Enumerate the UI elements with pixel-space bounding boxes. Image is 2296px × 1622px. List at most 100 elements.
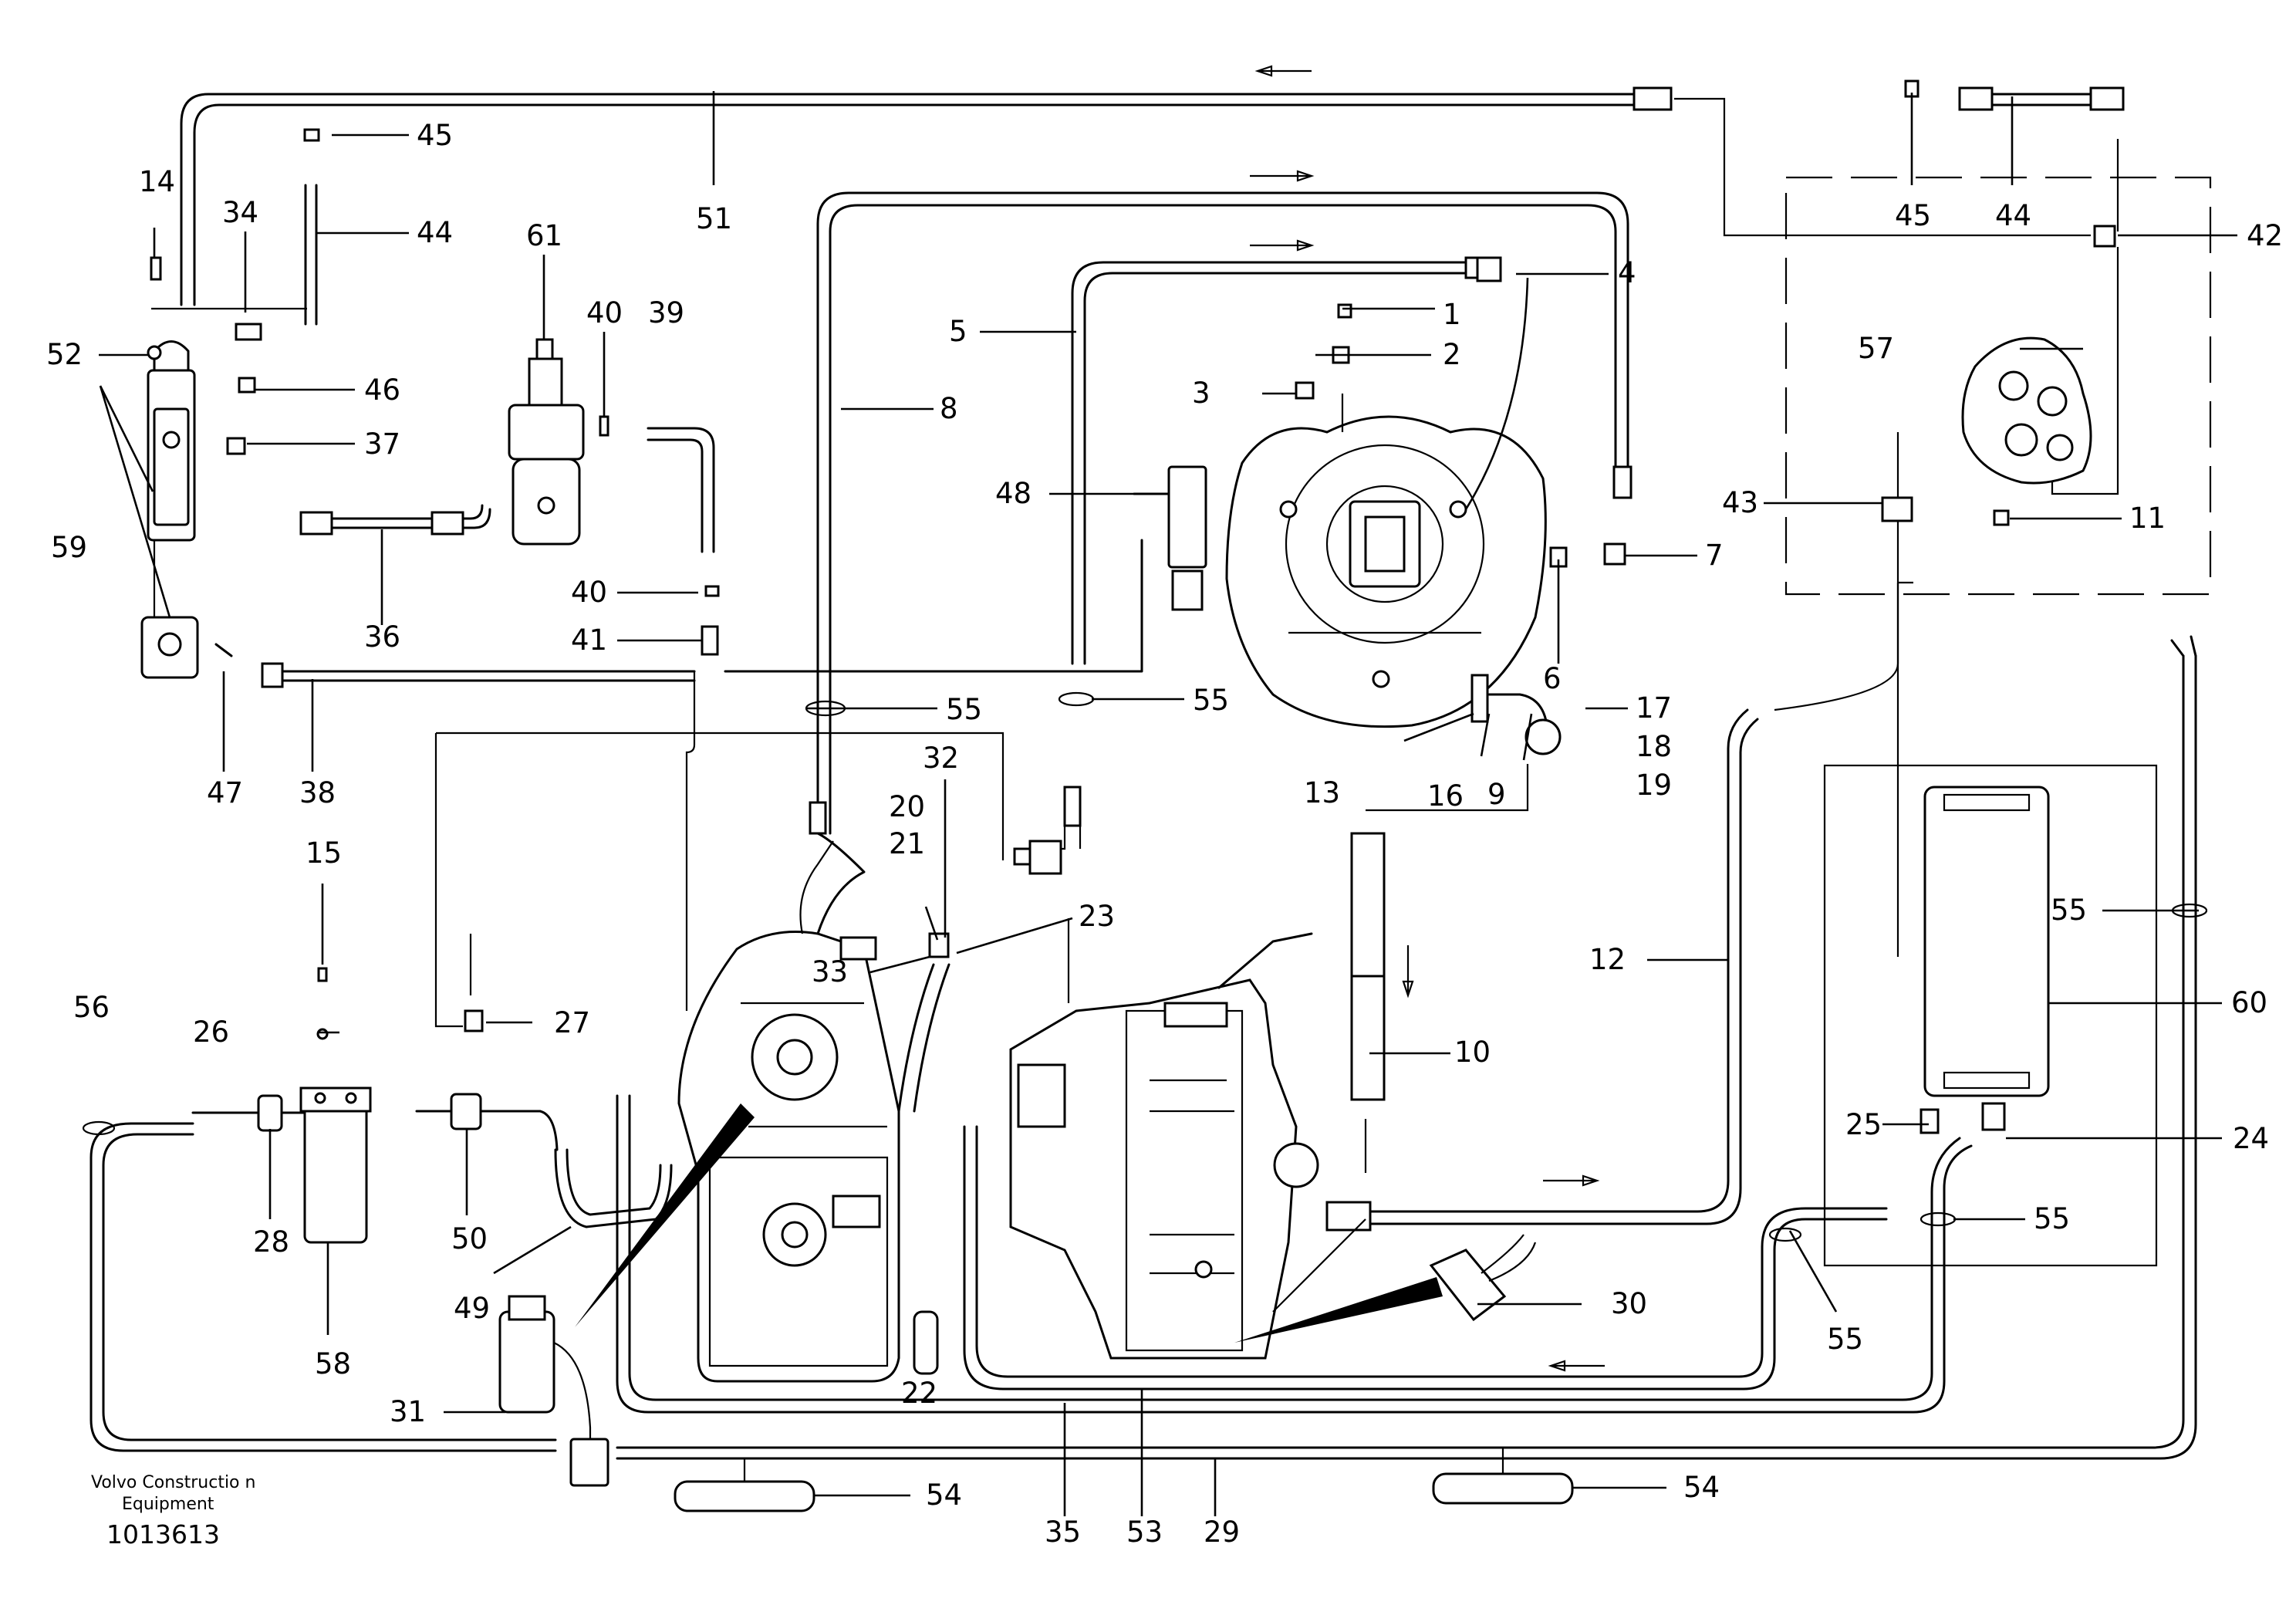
fitting-36b bbox=[430, 511, 464, 536]
fitting-50 bbox=[415, 1093, 559, 1151]
footer-block: Volvo Constructio n Equipment 1013613 bbox=[91, 1473, 255, 1549]
callout-labels: 1 2 3 4 5 6 7 8 9 10 11 12 13 14 15 16 1… bbox=[46, 119, 2283, 1549]
callout-6: 6 bbox=[1543, 662, 1562, 695]
cylinder-48 bbox=[1133, 465, 1207, 611]
callout-49: 49 bbox=[454, 1292, 490, 1325]
callout-36: 36 bbox=[364, 620, 400, 654]
callout-55-c: 55 bbox=[2051, 894, 2087, 927]
callout-28: 28 bbox=[253, 1225, 289, 1259]
callout-38: 38 bbox=[299, 776, 336, 809]
callout-18: 18 bbox=[1636, 730, 1672, 763]
callout-27: 27 bbox=[554, 1006, 590, 1039]
callout-1: 1 bbox=[1443, 298, 1461, 331]
callout-3: 3 bbox=[1192, 377, 1210, 410]
callout-8: 8 bbox=[940, 392, 958, 425]
callout-46: 46 bbox=[364, 373, 400, 407]
callout-17: 17 bbox=[1636, 691, 1672, 725]
callout-37: 37 bbox=[364, 427, 400, 461]
small-fittings bbox=[147, 79, 2116, 1134]
fitting-44r bbox=[1958, 86, 1994, 111]
callout-45-b: 45 bbox=[1895, 199, 1931, 232]
callout-29: 29 bbox=[1204, 1516, 1240, 1549]
callout-41: 41 bbox=[571, 623, 607, 657]
callout-40-b: 40 bbox=[571, 576, 607, 609]
callout-44-b: 44 bbox=[1995, 199, 2031, 232]
callout-12: 12 bbox=[1589, 943, 1626, 976]
clamp-55-b bbox=[1058, 691, 1095, 707]
callout-47: 47 bbox=[207, 776, 243, 809]
dashed-group-box bbox=[1784, 176, 2212, 1267]
valve-61 bbox=[508, 338, 585, 546]
callout-54-b: 54 bbox=[1683, 1471, 1720, 1504]
callout-56: 56 bbox=[73, 991, 110, 1024]
pad-54-left bbox=[674, 1480, 815, 1512]
transmission-53 bbox=[1009, 932, 1366, 1360]
control-valve-22 bbox=[677, 832, 939, 1383]
fitting-12 bbox=[1325, 1201, 1372, 1232]
callout-31: 31 bbox=[390, 1395, 426, 1428]
callout-14: 14 bbox=[139, 165, 175, 198]
callout-10: 10 bbox=[1454, 1036, 1491, 1069]
callout-55-d: 55 bbox=[2034, 1202, 2070, 1235]
fitting-28 bbox=[191, 1094, 306, 1132]
callout-44-a: 44 bbox=[417, 216, 453, 249]
callout-32: 32 bbox=[923, 742, 959, 775]
pipes bbox=[89, 86, 2197, 1460]
callout-24: 24 bbox=[2233, 1122, 2269, 1155]
callout-4: 4 bbox=[1618, 256, 1636, 289]
callout-43: 43 bbox=[1722, 486, 1758, 519]
hose-10-upper bbox=[1350, 832, 1386, 989]
callout-34: 34 bbox=[222, 196, 258, 229]
callout-52: 52 bbox=[46, 338, 83, 371]
hose-10-lower bbox=[1350, 975, 1386, 1101]
callout-45-a: 45 bbox=[417, 119, 453, 152]
callout-57: 57 bbox=[1858, 332, 1894, 365]
sensor-31 bbox=[498, 1295, 609, 1487]
clamp-55-d bbox=[1920, 1211, 1957, 1227]
drawing-id: 1013613 bbox=[106, 1519, 220, 1549]
callout-48: 48 bbox=[995, 477, 1032, 510]
callout-15: 15 bbox=[306, 836, 342, 870]
callout-11: 11 bbox=[2129, 502, 2166, 535]
oil-cooler-60 bbox=[1923, 786, 2050, 1097]
pad-54-right bbox=[1432, 1472, 1574, 1505]
callout-60: 60 bbox=[2231, 986, 2267, 1019]
callout-16: 16 bbox=[1427, 779, 1464, 813]
brand-line-2: Equipment bbox=[122, 1495, 214, 1514]
fitting-36a bbox=[299, 511, 333, 536]
callout-33: 33 bbox=[812, 955, 848, 988]
callout-9: 9 bbox=[1487, 778, 1506, 811]
valve-59 bbox=[140, 340, 199, 679]
callout-61: 61 bbox=[526, 219, 562, 252]
callout-50: 50 bbox=[451, 1222, 488, 1255]
callout-23: 23 bbox=[1079, 900, 1115, 933]
filter-58 bbox=[299, 1086, 372, 1244]
callout-21: 21 bbox=[889, 827, 925, 860]
fitting-44r2 bbox=[2089, 86, 2125, 111]
pointer-wedge-31 bbox=[575, 1103, 755, 1327]
frame-60-box bbox=[1823, 764, 2158, 1267]
fitting-51 bbox=[1633, 86, 1673, 111]
brand-line-1: Volvo Constructio n bbox=[91, 1473, 255, 1492]
callout-51: 51 bbox=[696, 202, 732, 235]
callout-5: 5 bbox=[949, 315, 967, 348]
clamp-56 bbox=[82, 1120, 116, 1136]
callout-59: 59 bbox=[51, 531, 87, 564]
callout-22: 22 bbox=[901, 1377, 937, 1410]
callout-7: 7 bbox=[1705, 539, 1724, 572]
callout-55-e: 55 bbox=[1827, 1323, 1863, 1356]
pump-57 bbox=[1961, 336, 2092, 485]
callout-53: 53 bbox=[1126, 1516, 1163, 1549]
flow-arrows bbox=[1250, 65, 1605, 1372]
clamp-55-e bbox=[1768, 1227, 1802, 1242]
callout-58: 58 bbox=[315, 1347, 351, 1380]
callout-25: 25 bbox=[1845, 1108, 1882, 1141]
callout-30: 30 bbox=[1611, 1287, 1647, 1320]
bell-housing bbox=[1225, 394, 1562, 755]
pointer-wedge-30 bbox=[1234, 1277, 1443, 1343]
sensor-30 bbox=[1429, 1234, 1537, 1322]
callout-55-b: 55 bbox=[1193, 684, 1229, 717]
callout-13: 13 bbox=[1304, 776, 1340, 809]
callout-40-a: 40 bbox=[586, 296, 623, 329]
